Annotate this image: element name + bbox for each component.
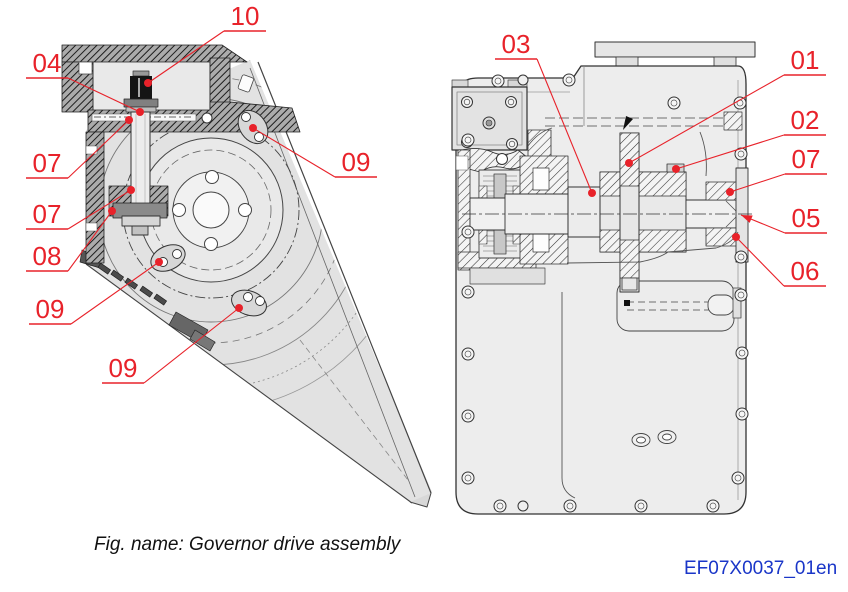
callouts-layer: 10 04 07 07 08 09 09 09 03 01 02 07 05 06: [26, 1, 827, 384]
callout-arrow: [741, 215, 753, 223]
figure-caption: Fig. name: Governor drive assembly: [94, 534, 401, 555]
callout-01-9: 01: [625, 45, 826, 167]
left-section-view: [61, 44, 432, 508]
callout-05-12: 05: [740, 203, 827, 234]
lower-shaft-end: [707, 294, 735, 316]
callout-label: 10: [231, 1, 260, 31]
callout-leader: [143, 307, 240, 384]
plate-inner-edge: [249, 67, 416, 498]
callout-dot: [125, 116, 133, 124]
callout-10-0: 10: [144, 1, 266, 87]
callout-dot: [249, 124, 257, 132]
callout-06-13: 06: [732, 233, 826, 287]
callout-leader: [628, 74, 785, 164]
drain-plugs: [631, 430, 677, 447]
callout-label: 07: [33, 148, 62, 178]
perimeter-bolts: [461, 73, 749, 513]
callout-03-8: 03: [495, 29, 596, 197]
callout-07-3: 07: [26, 186, 135, 230]
callout-label: 07: [33, 199, 62, 229]
callout-leader: [252, 127, 336, 178]
callout-label: 05: [792, 203, 821, 233]
callout-04-1: 04: [26, 48, 144, 116]
right-bearing-top: [705, 181, 741, 201]
callout-leader: [67, 119, 130, 179]
callout-label: 03: [502, 29, 531, 59]
callout-label: 08: [33, 241, 62, 271]
callout-leader: [735, 236, 785, 287]
callout-08-4: 08: [26, 207, 116, 272]
callout-leader: [67, 77, 141, 113]
top-flange-foot-right: [713, 56, 737, 67]
callout-dot: [144, 79, 152, 87]
top-flange: [594, 41, 756, 58]
bottom-flange: [121, 215, 161, 227]
callout-leader: [536, 58, 593, 194]
plate-top-tab: [237, 74, 254, 93]
lever-pivot: [201, 112, 213, 124]
lower-shaft-key: [624, 300, 630, 306]
interior-panel-line: [561, 292, 576, 499]
bottom-nut: [131, 225, 149, 236]
plate-left-edge: [85, 263, 413, 504]
callout-label: 09: [109, 353, 138, 383]
callout-09-5: 09: [249, 124, 377, 178]
callout-leader: [70, 261, 160, 325]
callout-label: 06: [791, 256, 820, 286]
serrated-flange: [123, 98, 159, 108]
callout-leader: [67, 189, 132, 230]
governor-weight-mechanism: [461, 147, 529, 173]
callout-dot: [155, 258, 163, 266]
callout-dot: [235, 304, 243, 312]
callout-07-11: 07: [726, 144, 827, 196]
callout-dot: [108, 207, 116, 215]
callout-dot: [127, 186, 135, 194]
callout-09-7: 09: [102, 304, 243, 384]
callout-02-10: 02: [672, 105, 826, 173]
callout-dot: [625, 159, 633, 167]
plate-outer-edge: [257, 61, 432, 494]
callout-label: 04: [33, 48, 62, 78]
callout-dot: [726, 188, 734, 196]
callout-leader: [147, 30, 225, 84]
callout-label: 07: [792, 144, 821, 174]
right-section-view: [451, 41, 756, 515]
callout-label: 01: [791, 45, 820, 75]
callout-leader: [67, 210, 113, 272]
callout-07-2: 07: [26, 116, 133, 179]
callout-label: 09: [36, 294, 65, 324]
callout-label: 02: [791, 105, 820, 135]
callout-dot: [672, 165, 680, 173]
document-number: EF07X0037_01en: [684, 558, 838, 579]
callout-dot: [732, 233, 740, 241]
callout-leader: [729, 173, 786, 193]
top-flange-foot-left: [615, 56, 639, 67]
lower-side-bar: [732, 287, 742, 319]
callout-09-6: 09: [29, 258, 163, 325]
plate-tip: [409, 492, 432, 508]
callout-dot: [588, 189, 596, 197]
linkage-rod: [545, 111, 743, 131]
callout-dot: [136, 108, 144, 116]
callout-leader: [675, 134, 785, 170]
callout-label: 09: [342, 147, 371, 177]
